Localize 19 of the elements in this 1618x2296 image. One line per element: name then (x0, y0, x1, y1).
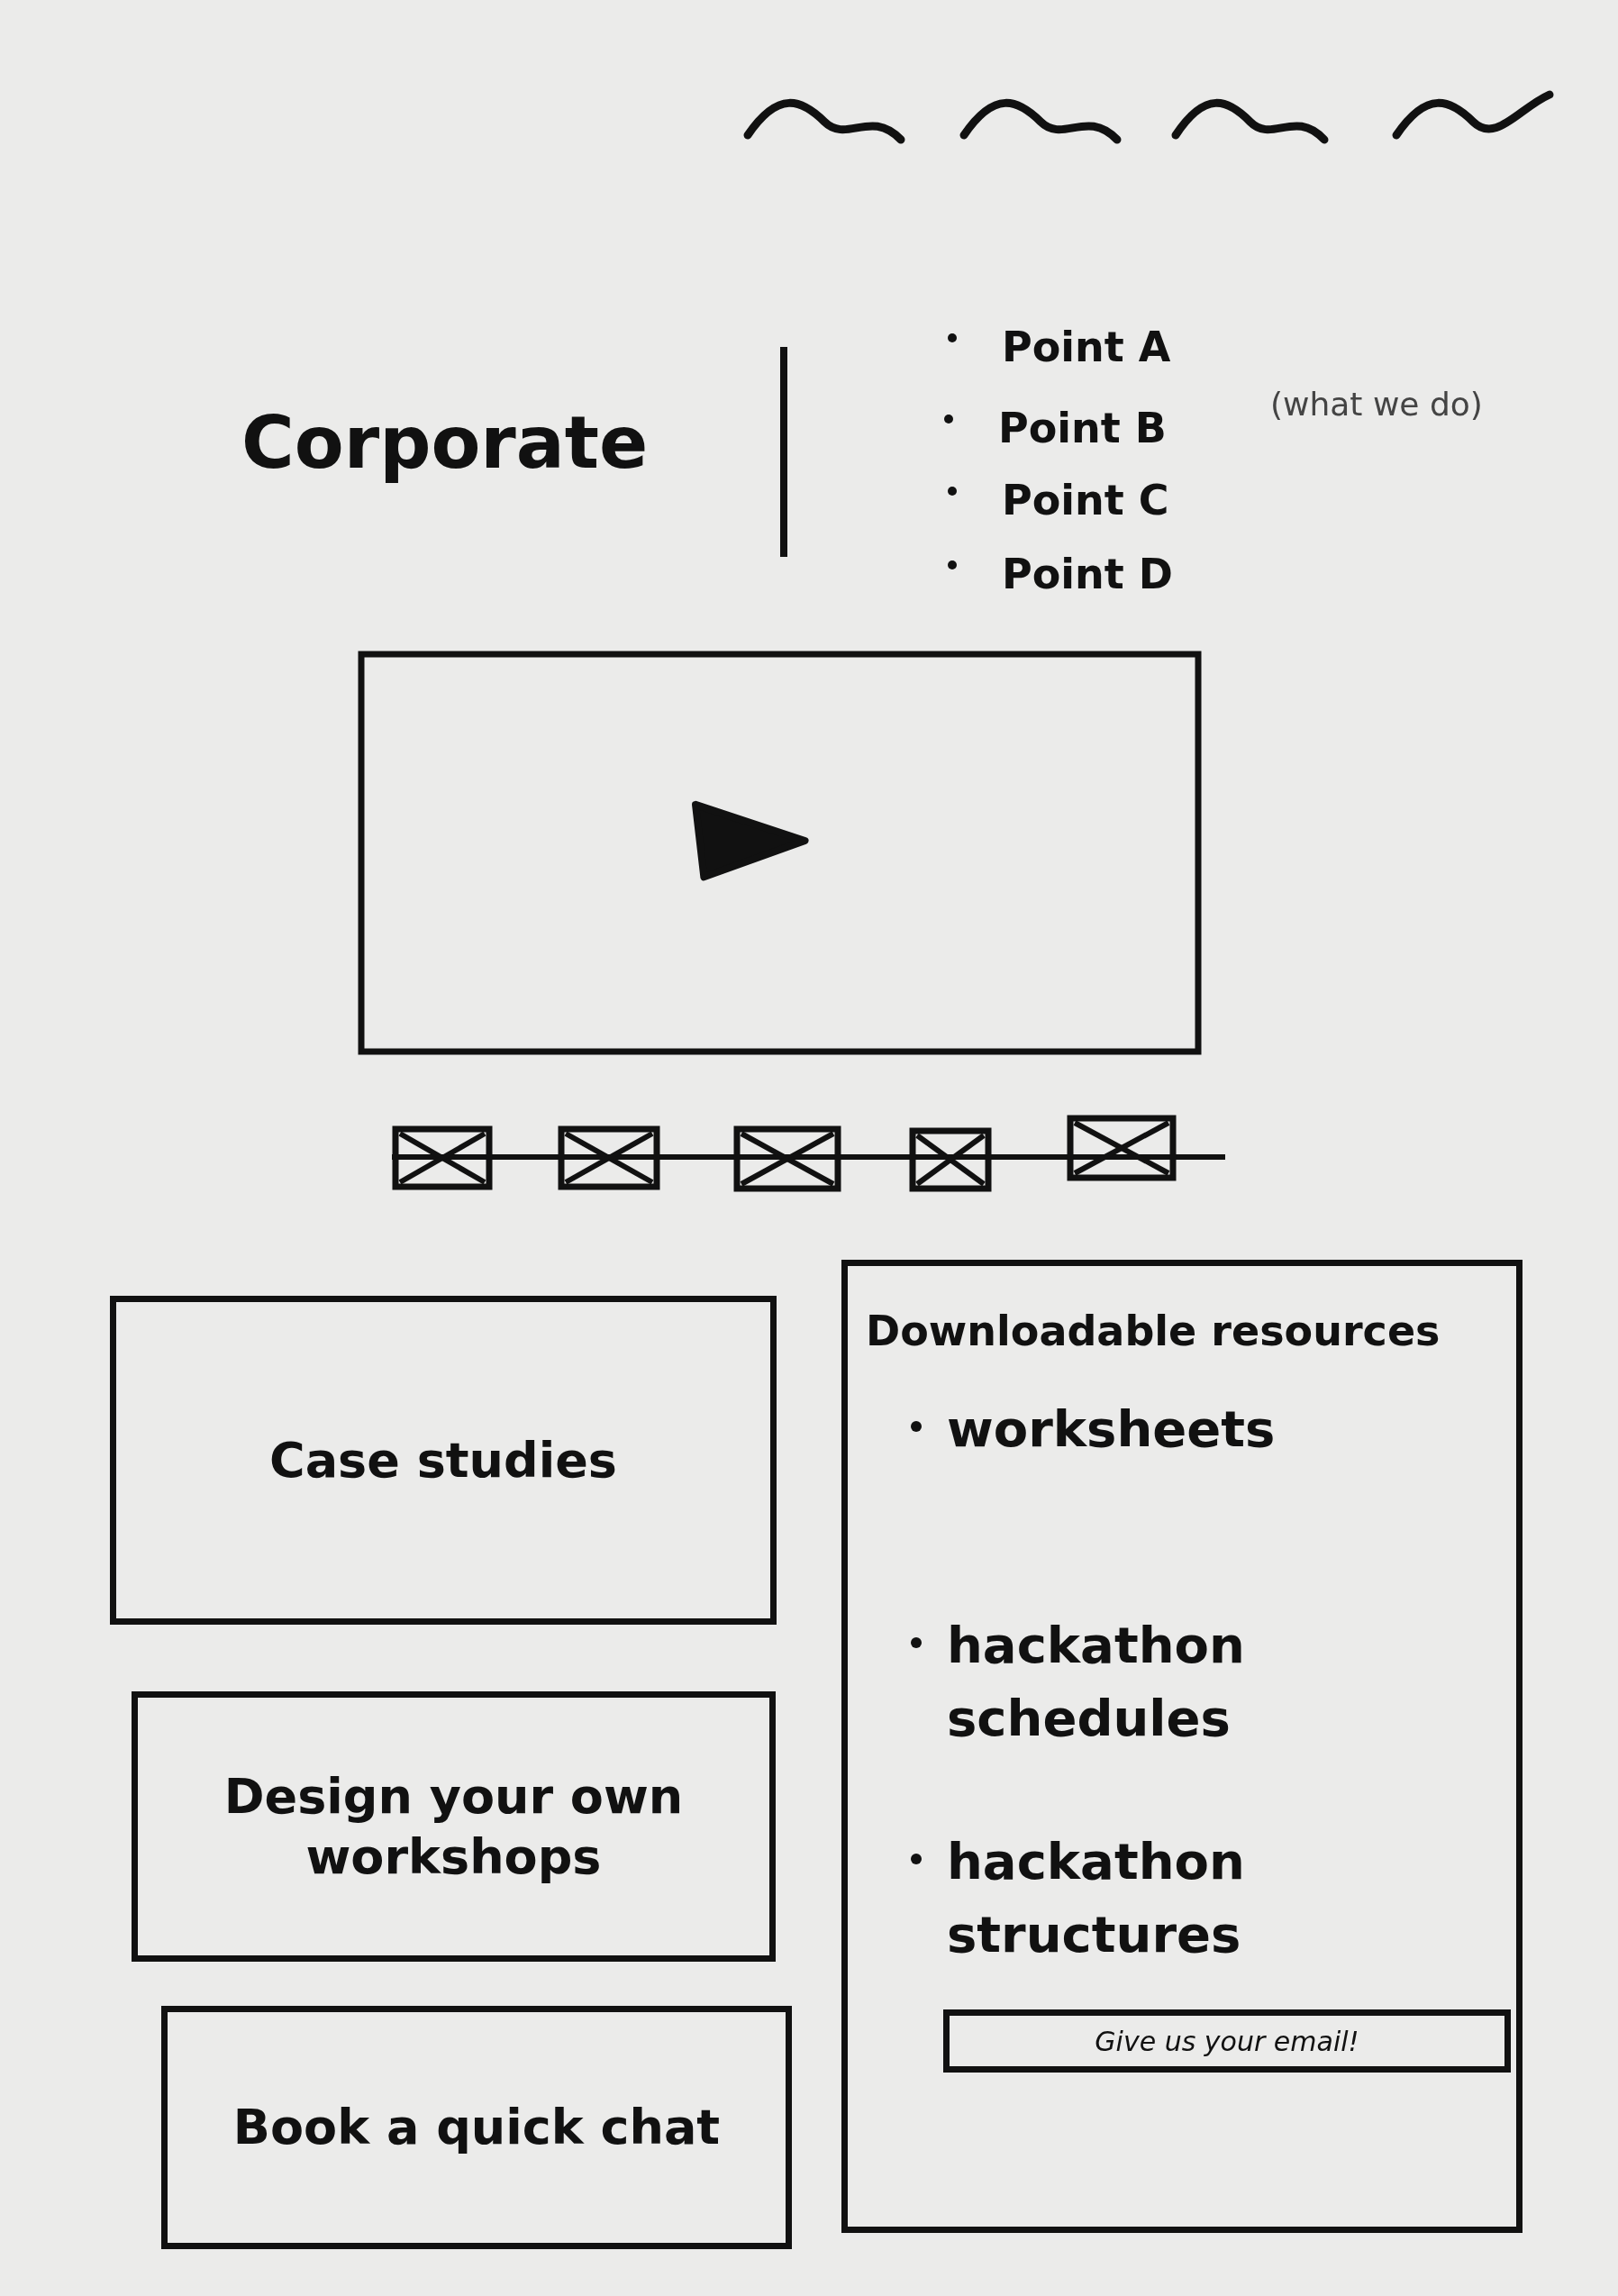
point-item: Point B (998, 404, 1167, 452)
annotation-note: (what we do) (1270, 386, 1483, 423)
page-title: Corporate (241, 401, 649, 485)
card-title: Design your own workshops (223, 1766, 685, 1887)
panel-heading: Downloadable resources (866, 1307, 1441, 1355)
list-item: worksheets (947, 1399, 1277, 1460)
case-studies-card (110, 1296, 777, 1625)
point-item: Point A (1002, 323, 1171, 371)
point-item: Point D (1002, 550, 1174, 598)
workshops-card (132, 1691, 776, 1962)
resources-panel (841, 1260, 1523, 2233)
placeholder-text: Give us your email! (1095, 2025, 1359, 2057)
list-item: hackathon schedules (947, 1615, 1246, 1750)
card-title: Case studies (269, 1430, 617, 1490)
list-item: hackathon structures (947, 1831, 1246, 1966)
point-item: Point C (1002, 476, 1169, 524)
quick-chat-card (161, 2006, 792, 2249)
card-title: Book a quick chat (232, 2098, 721, 2158)
email-input-field (943, 2009, 1511, 2073)
